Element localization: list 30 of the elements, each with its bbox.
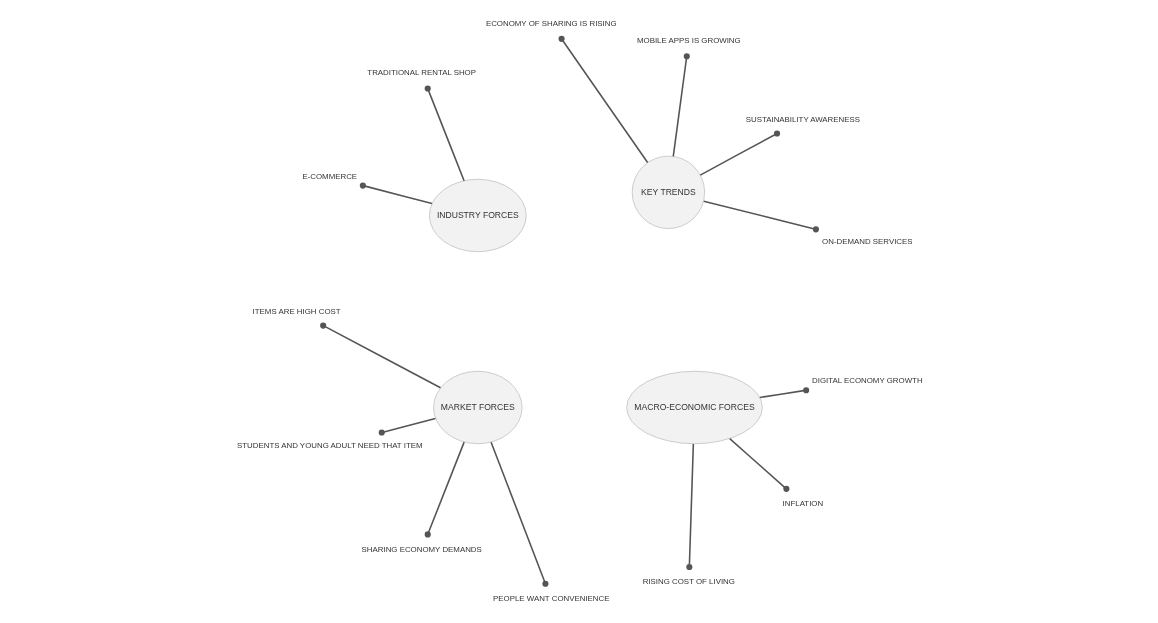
- node-text: MOBILE APPS IS GROWING: [636, 35, 741, 45]
- connector: [424, 85, 465, 182]
- node-text: STUDENTS AND YOUNG ADULT NEED THAT ITEM: [237, 441, 423, 451]
- node-circle: KEY TRENDS: [631, 155, 705, 229]
- connector: [759, 387, 810, 399]
- node-ellipse: INDUSTRY FORCES: [429, 178, 527, 253]
- connector: [378, 417, 437, 436]
- node-text: SUSTAINABILITY AWARENESS: [745, 114, 861, 124]
- node-text: ITEMS ARE HIGH COST: [252, 306, 341, 316]
- node-text: RISING COST OF LIVING: [642, 577, 735, 587]
- connector: [558, 35, 649, 164]
- connector: [686, 443, 695, 571]
- connector: [699, 130, 781, 176]
- node-text: PEOPLE WANT CONVENIENCE: [493, 593, 610, 603]
- connector: [672, 53, 690, 158]
- connector: [702, 200, 819, 233]
- node-text: E-COMMERCE: [302, 171, 358, 181]
- node-ellipse: MACRO-ECONOMIC FORCES: [626, 370, 763, 445]
- connector: [359, 182, 433, 205]
- node-text: SHARING ECONOMY DEMANDS: [361, 544, 482, 554]
- node-text: INFLATION: [782, 498, 824, 508]
- node-text: ECONOMY OF SHARING IS RISING: [485, 19, 617, 29]
- connector: [490, 441, 549, 587]
- node-text: DIGITAL ECONOMY GROWTH: [812, 375, 923, 385]
- connector: [424, 441, 465, 538]
- connector: [728, 437, 790, 492]
- node-text: ON-DEMAND SERVICES: [822, 237, 913, 247]
- node-text: TRADITIONAL RENTAL SHOP: [367, 68, 477, 78]
- node-ellipse: MARKET FORCES: [433, 370, 523, 445]
- connector: [320, 322, 442, 389]
